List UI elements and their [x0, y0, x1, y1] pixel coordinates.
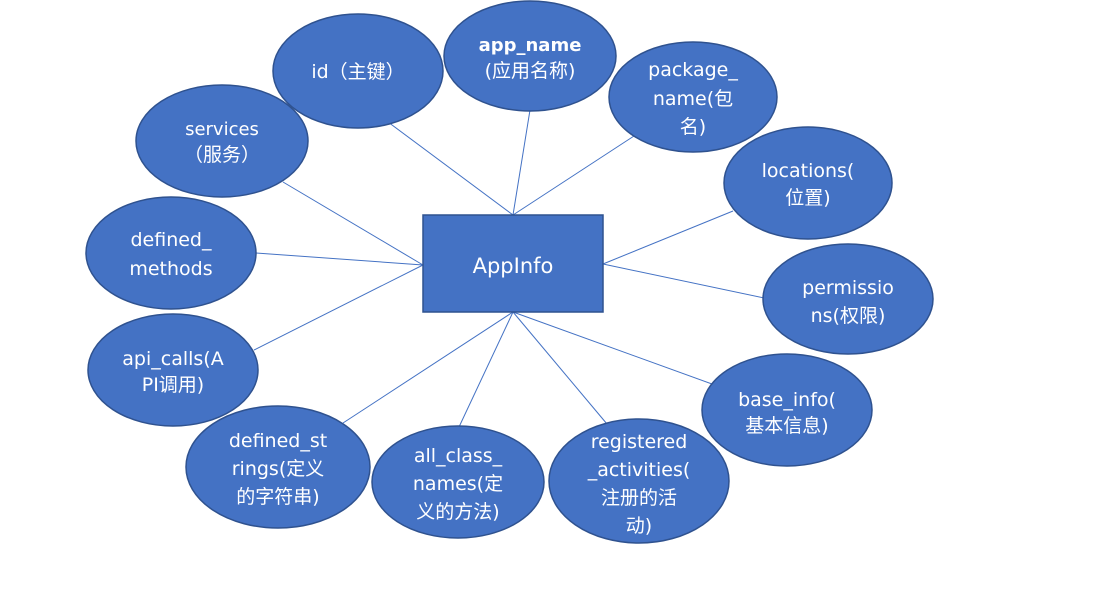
attribute-label-line: name(包 [653, 88, 733, 110]
entity-appinfo: AppInfo [422, 214, 604, 313]
attribute-label-line: 义的方法) [416, 501, 499, 523]
attribute-ellipse [608, 41, 778, 153]
attribute-ellipse [85, 196, 257, 310]
attribute-label-line: registered [591, 431, 688, 453]
attribute-label-line: base_info( [738, 389, 836, 411]
attribute-label-line: all_class_ [414, 445, 503, 467]
edge-permissions [602, 263, 765, 299]
attribute-label-line: ns(权限) [811, 305, 886, 327]
attribute-label-line: defined_st [229, 430, 327, 452]
attribute-ellipse [701, 353, 873, 467]
attribute-services: services （服务） [135, 84, 309, 198]
attribute-permissions: permissio ns(权限) [762, 243, 934, 355]
edge-registered-activities [512, 311, 608, 425]
attribute-registered-activities: registered _activities( 注册的活 动) [548, 418, 730, 544]
attribute-label-line: 注册的活 [601, 487, 677, 509]
attribute-ellipse [87, 313, 259, 427]
attribute-ellipse [135, 84, 309, 198]
attribute-defined-strings: defined_st rings(定义 的字符串) [185, 405, 371, 529]
attribute-ellipse [548, 418, 730, 544]
entity-box [422, 214, 604, 313]
edge-package-name [512, 135, 635, 216]
attribute-label-line: 基本信息) [745, 415, 828, 437]
attribute-label-line: 位置) [785, 187, 830, 209]
attribute-id: id（主键） [272, 13, 444, 129]
edge-api-calls [253, 264, 424, 351]
attribute-ellipse [272, 13, 444, 129]
connectors [253, 109, 765, 428]
attribute-label-line: _activities( [587, 459, 691, 481]
edge-defined-strings [342, 311, 514, 424]
attribute-label-line: locations( [762, 160, 855, 182]
attribute-ellipse [185, 405, 371, 529]
attribute-label-line: names(定 [413, 473, 503, 495]
attribute-label-line: 的字符串) [236, 486, 319, 508]
edge-base-info [512, 311, 713, 385]
attribute-label: app_name [479, 35, 582, 56]
attribute-label-line: api_calls(A [122, 348, 223, 370]
edge-locations [602, 210, 734, 265]
edge-all-class-names [458, 311, 514, 428]
attribute-label-line: package_ [648, 59, 738, 81]
entity-label: AppInfo [473, 254, 554, 278]
attribute-api-calls: api_calls(A PI调用) [87, 313, 259, 427]
edge-services [282, 181, 424, 266]
edge-defined-methods [255, 252, 424, 266]
attribute-label-line: 名) [680, 116, 706, 138]
attribute-locations: locations( 位置) [723, 126, 893, 240]
attribute-label-line: defined_ [130, 229, 212, 251]
edge-app-name [512, 109, 531, 216]
attribute-defined-methods: defined_ methods [85, 196, 257, 310]
attribute-ellipse [443, 0, 617, 112]
attribute-label: id（主键） [311, 61, 404, 83]
attribute-ellipse [371, 425, 545, 539]
edge-id [387, 121, 514, 216]
attribute-label-line: rings(定义 [232, 458, 325, 480]
attribute-label-line: 动) [626, 515, 652, 537]
attribute-base-info: base_info( 基本信息) [701, 353, 873, 467]
attribute-all-class-names: all_class_ names(定 义的方法) [371, 425, 545, 539]
attribute-label-line: permissio [802, 277, 894, 299]
attribute-label-line: PI调用) [142, 374, 204, 396]
attribute-label-cn: (应用名称) [485, 60, 576, 82]
attribute-label-line: methods [129, 258, 212, 280]
attribute-app-name: app_name (应用名称) [443, 0, 617, 112]
attribute-ellipse [723, 126, 893, 240]
attribute-label-line: services [185, 119, 259, 140]
attribute-ellipse [762, 243, 934, 355]
attribute-package-name: package_ name(包 名) [608, 41, 778, 153]
attribute-label-line: （服务） [184, 144, 260, 166]
